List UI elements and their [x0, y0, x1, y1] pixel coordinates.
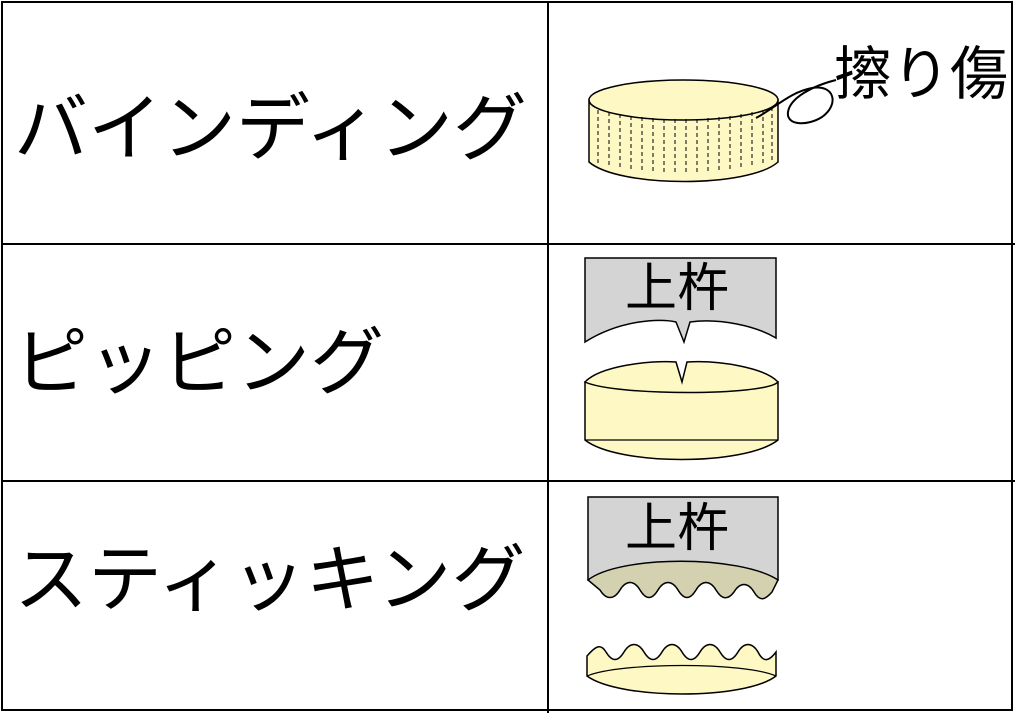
row-divider-2 [3, 480, 1015, 482]
upper-punch-label-1: 上杵 [625, 259, 729, 319]
column-divider [547, 3, 549, 713]
picking-punch: 上杵 [584, 257, 777, 345]
label-picking: ピッピング [14, 320, 384, 406]
row-divider-1 [3, 243, 1015, 245]
sticking-tablet [586, 643, 777, 695]
binding-tablet: 擦り傷 [588, 40, 1008, 183]
label-sticking: スティッキング [14, 537, 526, 623]
scratch-label: 擦り傷 [834, 40, 1008, 108]
scratch-marks [597, 107, 773, 173]
picking-tablet [583, 360, 780, 461]
upper-punch-label-2: 上杵 [625, 499, 729, 559]
sticking-punch: 上杵 [586, 496, 779, 600]
leader-line [755, 79, 837, 125]
label-binding: バインディング [14, 86, 527, 172]
